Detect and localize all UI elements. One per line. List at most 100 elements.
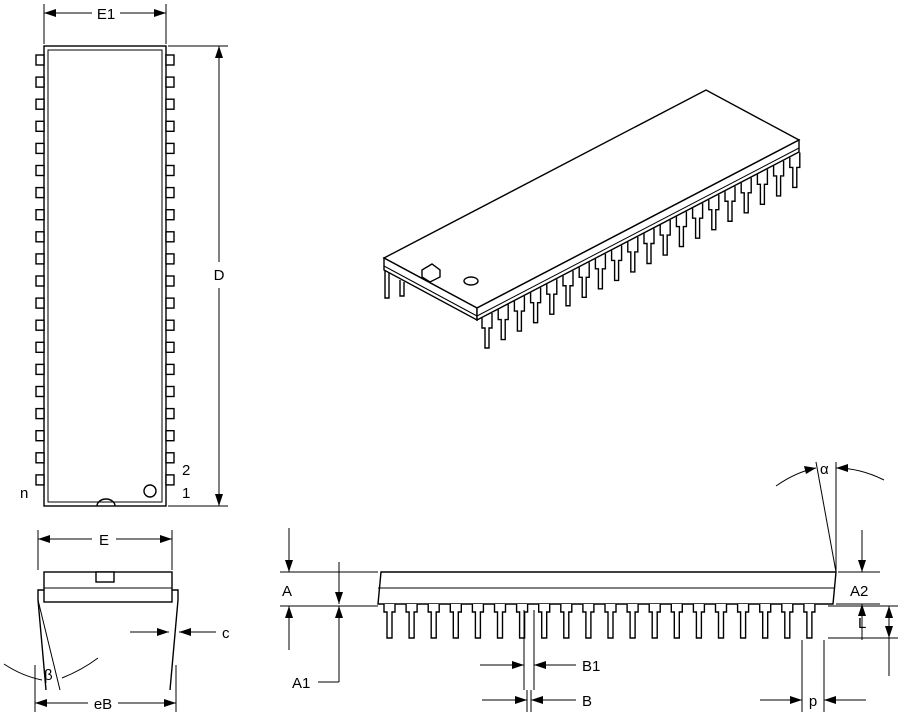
top-pin-right <box>165 120 175 133</box>
top-pin-left <box>35 363 45 376</box>
top-pin-right <box>165 363 175 376</box>
label-a1: A1 <box>292 675 310 692</box>
label-b1: B1 <box>582 658 600 675</box>
top-view-body-inner <box>47 49 163 503</box>
side-lead <box>383 604 396 639</box>
beta-ref-line <box>37 599 61 691</box>
b-arrow-right <box>531 696 543 704</box>
top-pin-right <box>165 253 175 265</box>
iso-view-pins <box>384 152 801 349</box>
top-pin-right <box>165 164 175 177</box>
iso-lead <box>594 253 607 290</box>
top-pin-left <box>35 341 45 353</box>
top-pin-right <box>165 385 175 398</box>
b1-arrow-left <box>512 661 524 669</box>
label-d: D <box>214 267 225 284</box>
isometric-view <box>382 89 801 349</box>
iso-end-seam <box>383 265 478 317</box>
eb-arrow-left <box>35 699 47 707</box>
top-pin-right <box>165 54 175 66</box>
label-p: p <box>809 693 817 710</box>
top-pin-right <box>165 319 175 331</box>
side-view-pins <box>383 604 816 639</box>
top-view-pins <box>35 54 175 486</box>
l-arrow-top <box>885 606 893 618</box>
iso-top-face <box>382 89 801 309</box>
side-lead <box>648 604 661 639</box>
a1-arrow-top <box>335 592 343 604</box>
iso-lead <box>643 228 655 265</box>
side-lead <box>604 604 617 639</box>
alpha-arrow-right <box>836 464 848 472</box>
label-pin-2: 2 <box>182 462 190 479</box>
a-arrow-top <box>285 560 293 572</box>
label-a2: A2 <box>850 583 868 600</box>
iso-pin1-marker <box>463 276 479 286</box>
b1-arrow-right <box>534 661 546 669</box>
top-pin-right <box>165 297 175 309</box>
top-pin-right <box>165 231 175 243</box>
top-pin-right <box>165 407 175 420</box>
label-a: A <box>282 583 292 600</box>
iso-lead <box>529 287 542 324</box>
b-arrow-left <box>515 696 527 704</box>
p-arrow-left <box>790 696 802 704</box>
iso-notch <box>421 263 441 283</box>
label-pin-n: n <box>20 485 28 502</box>
iso-lead <box>578 262 590 298</box>
iso-lead-back <box>399 280 405 297</box>
c-arrow-right <box>179 628 191 636</box>
beta-arc-right <box>61 657 99 679</box>
end-view: E c β eB <box>3 530 230 713</box>
label-e1: E1 <box>97 6 115 23</box>
end-view-lead-left <box>37 589 47 691</box>
top-pin-left <box>35 208 45 221</box>
a2-arrow-top <box>858 560 866 572</box>
e1-arrow-left <box>44 9 56 17</box>
top-pin-right <box>165 474 175 486</box>
l-arrow-bottom <box>885 626 893 638</box>
top-pin-left <box>35 164 45 177</box>
alpha-slant-ref <box>815 461 837 573</box>
side-view: A A1 B1 B p <box>280 461 898 712</box>
iso-lead <box>546 279 558 315</box>
iso-lead <box>789 152 801 189</box>
iso-lead <box>513 296 526 332</box>
top-pin-left <box>35 474 45 486</box>
e-arrow-left <box>38 535 50 543</box>
side-lead <box>538 604 551 639</box>
e-arrow-right <box>160 535 172 543</box>
d-arrow-top <box>215 46 223 58</box>
top-pin-left <box>35 231 45 243</box>
side-lead <box>493 604 507 639</box>
side-lead <box>736 604 750 639</box>
top-pin-left <box>35 297 45 309</box>
top-pin-right <box>165 452 175 464</box>
top-pin-right <box>165 341 175 353</box>
beta-arc-left <box>3 663 43 681</box>
top-pin-left <box>35 452 45 464</box>
top-pin-left <box>35 430 45 442</box>
top-pin-left <box>35 253 45 265</box>
side-lead <box>803 604 816 639</box>
iso-lead <box>675 211 688 248</box>
top-pin-left <box>35 76 45 88</box>
label-e: E <box>99 532 109 549</box>
top-pin-left <box>35 385 45 398</box>
c-arrow-left <box>157 628 169 636</box>
end-view-lead-right <box>169 589 179 691</box>
d-arrow-bottom <box>215 494 223 506</box>
side-lead <box>670 604 683 639</box>
iso-lead <box>708 194 720 231</box>
alpha-arrow-left <box>804 466 816 474</box>
side-lead <box>714 604 728 639</box>
top-pin-left <box>35 275 45 287</box>
a-arrow-bottom <box>285 606 293 618</box>
side-lead <box>692 604 706 639</box>
top-pin-right <box>165 76 175 88</box>
side-lead <box>582 604 595 639</box>
eb-arrow-right <box>164 699 176 707</box>
iso-lead <box>562 270 574 307</box>
top-pin-right <box>165 430 175 442</box>
